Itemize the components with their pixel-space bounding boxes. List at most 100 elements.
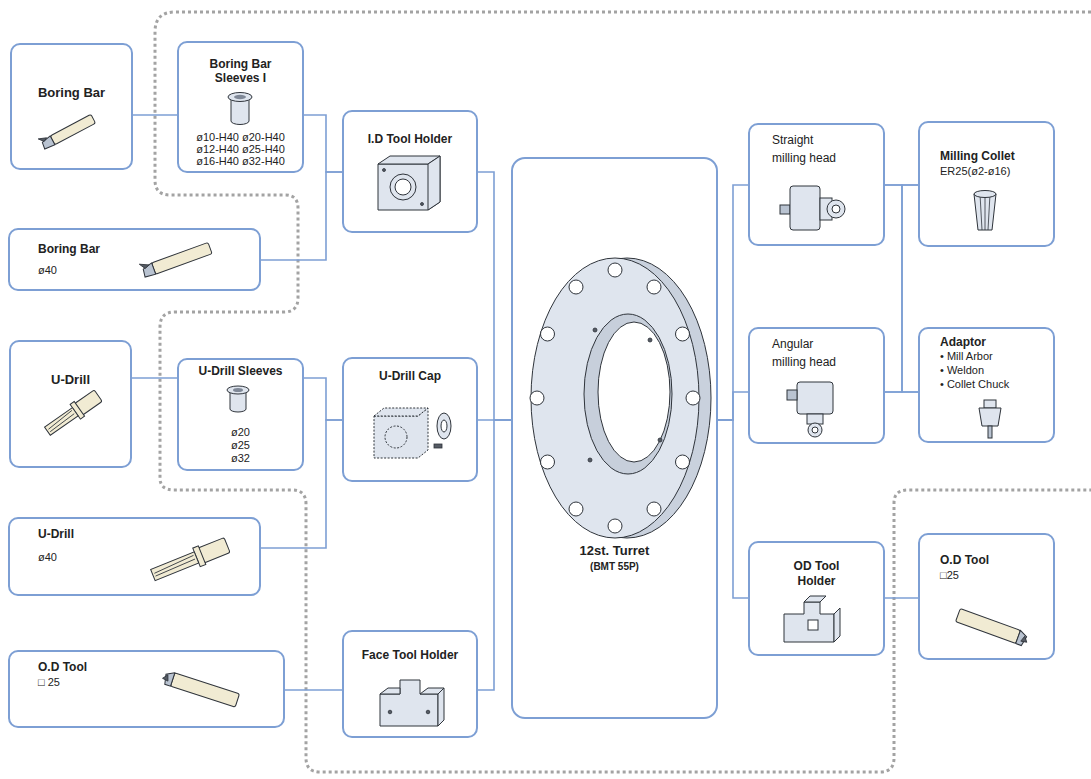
connector-line xyxy=(304,378,342,420)
node-title: 12st. Turret xyxy=(521,543,708,559)
turret-box: 12st. Turret (BMT 55P) xyxy=(511,157,718,719)
node-title: O.D Tool xyxy=(38,660,255,675)
adaptor-icon xyxy=(979,400,1001,438)
node-detail: ER25(ø2-ø16) xyxy=(940,165,1033,179)
straight-head-icon-part xyxy=(832,205,840,213)
u-drill-icon-part xyxy=(47,410,74,431)
u-drill-cap-icon-part xyxy=(441,420,447,432)
collet-icon xyxy=(974,191,996,231)
turret-illustration-part xyxy=(686,391,700,405)
node-title: Straight milling head xyxy=(772,131,844,167)
sleeve-icon-part xyxy=(233,388,243,392)
od-tool-icon-part xyxy=(162,674,170,682)
turret-illustration-part xyxy=(593,328,597,332)
turret-illustration-part xyxy=(676,327,690,341)
connector-line xyxy=(285,689,342,691)
turret-illustration-part xyxy=(658,438,662,442)
component-box: Adaptor• Mill Arbor• Weldon• Collet Chuc… xyxy=(918,327,1055,443)
connector-line xyxy=(718,420,748,598)
connector-line xyxy=(478,420,511,690)
turret-illustration-part xyxy=(598,322,670,462)
sleeve-icon-part xyxy=(234,95,246,99)
u-drill-icon-part xyxy=(45,408,79,436)
od-tool-icon-part xyxy=(171,673,240,707)
node-title: U-Drill Cap xyxy=(352,369,468,384)
component-box: U-Drillø40 xyxy=(8,517,261,596)
u-drill-icon xyxy=(42,388,103,438)
node-title: Boring Bar xyxy=(20,85,123,101)
turret-illustration-part xyxy=(584,314,672,474)
angular-head-icon-part xyxy=(808,423,822,437)
component-box: U-Drill xyxy=(9,340,132,468)
node-title: O.D Tool xyxy=(940,553,1033,568)
node-detail: ø10-H40 ø20-H40 ø12-H40 ø25-H40 ø16-H40 … xyxy=(185,131,297,167)
component-box: Straight milling head xyxy=(748,123,885,246)
component-box: I.D Tool Holder xyxy=(342,110,478,233)
u-drill-cap-icon-part xyxy=(374,408,428,458)
od-tool-icon-part xyxy=(163,670,175,686)
id-holder-icon-part xyxy=(428,156,440,210)
node-title: OD Tool Holder xyxy=(782,559,852,589)
component-box: Boring Bar xyxy=(10,43,133,170)
od-holder-icon-part xyxy=(804,596,826,602)
u-drill-icon-part xyxy=(151,552,199,581)
component-box: U-Drill Cap xyxy=(342,357,478,482)
id-holder-icon-part xyxy=(421,203,424,206)
node-detail: □ 25 xyxy=(38,676,255,690)
turret-illustration-part xyxy=(530,391,544,405)
dotted-region xyxy=(155,12,1091,772)
boring-bar-icon-part xyxy=(139,261,150,270)
u-drill-cap-icon-part xyxy=(385,426,407,448)
sleeve-icon xyxy=(228,93,252,125)
turret-illustration-part xyxy=(647,502,661,516)
connector-line xyxy=(261,172,342,260)
od-tool-icon xyxy=(161,670,240,707)
node-detail: • Weldon xyxy=(940,364,1033,378)
straight-head-icon-part xyxy=(780,205,790,214)
connector-line xyxy=(885,185,918,392)
od-holder-icon-part xyxy=(808,620,818,630)
component-box: Milling ColletER25(ø2-ø16) xyxy=(918,121,1055,247)
connector-line xyxy=(132,377,177,379)
component-box: Angular milling head xyxy=(748,327,885,444)
boring-bar-icon-part xyxy=(38,135,47,143)
connector-line xyxy=(133,114,177,116)
angular-head-icon-part xyxy=(797,382,833,414)
od-holder-icon-part xyxy=(834,608,840,642)
node-title: Boring Bar Sleeves I xyxy=(200,57,282,85)
boring-bar-icon-part xyxy=(50,114,95,144)
node-detail: • Mill Arbor xyxy=(940,350,1033,364)
node-title: U-Drill Sleeves xyxy=(185,364,296,379)
node-title: U-Drill xyxy=(19,372,122,388)
u-drill-cap-icon xyxy=(374,408,451,458)
sleeve-icon xyxy=(227,386,249,412)
node-detail: ø40 xyxy=(38,264,231,278)
connector-line xyxy=(478,172,511,420)
node-detail: □25 xyxy=(940,569,1033,583)
adaptor-icon-part xyxy=(988,426,992,438)
u-drill-cap-icon-part xyxy=(434,444,442,448)
node-detail: (BMT 55P) xyxy=(521,561,708,574)
od-holder-icon-part xyxy=(784,602,834,642)
id-holder-icon-part xyxy=(383,169,386,172)
u-drill-cap-icon-part xyxy=(374,408,428,416)
node-detail: • Collet Chuck xyxy=(940,378,1033,392)
od-tool-icon xyxy=(956,608,1030,646)
adaptor-icon-part xyxy=(984,400,996,408)
turret-illustration-part xyxy=(647,280,661,294)
u-drill-cap-icon-part xyxy=(437,413,451,439)
turret-illustration-part xyxy=(541,327,555,341)
collet-icon-part xyxy=(974,191,996,198)
node-detail: ø40 xyxy=(38,551,231,565)
connector-line xyxy=(885,597,918,599)
od-holder-icon xyxy=(784,596,840,642)
angular-head-icon xyxy=(787,382,833,437)
turret-illustration-part xyxy=(541,455,555,469)
turret-illustration-part xyxy=(569,280,583,294)
component-box: O.D Tool□ 25 xyxy=(8,650,285,728)
u-drill-icon xyxy=(149,536,231,585)
angular-head-icon-part xyxy=(812,427,818,433)
